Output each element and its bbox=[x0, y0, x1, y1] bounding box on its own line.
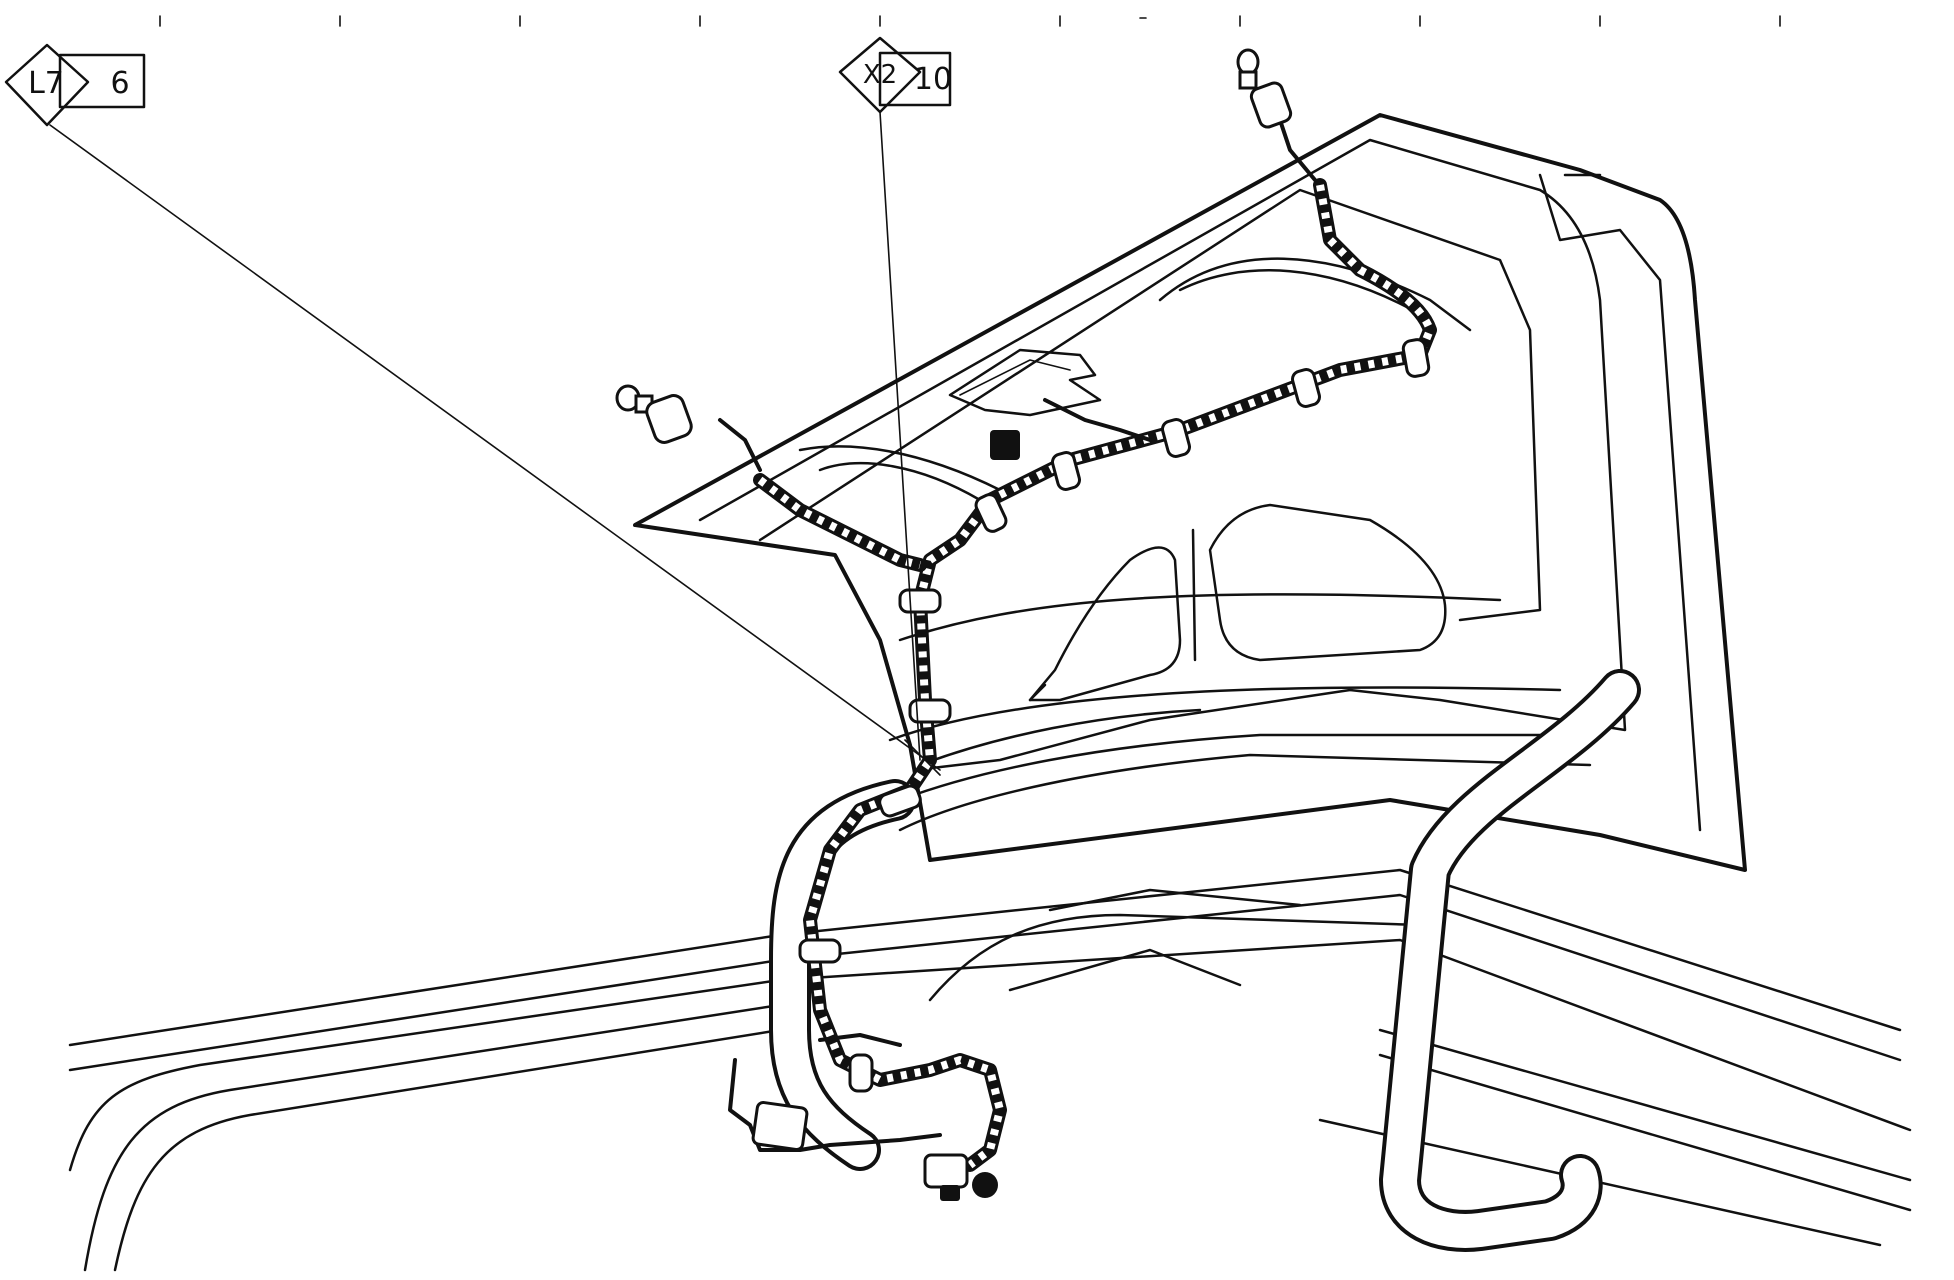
callout-x2-box-label: 10 bbox=[914, 62, 952, 97]
top-edge-ticks bbox=[159, 15, 1781, 27]
lower-connector-assembly bbox=[728, 1033, 998, 1201]
top-connector-right bbox=[1236, 48, 1293, 129]
latch-bracket bbox=[948, 348, 1102, 460]
vehicle-body-outline bbox=[68, 868, 1912, 1272]
hinge-tube-right bbox=[1379, 669, 1641, 1252]
leader-lines bbox=[49, 111, 941, 776]
top-connector-left bbox=[615, 384, 693, 444]
callout-x2[interactable]: X2 10 bbox=[838, 36, 952, 114]
callout-l7[interactable]: L7 6 bbox=[4, 43, 146, 127]
callout-x2-diamond bbox=[838, 36, 922, 114]
callout-l7-box-label: 6 bbox=[110, 66, 129, 101]
callout-l7-diamond bbox=[4, 43, 90, 127]
trunk-lid bbox=[633, 113, 1747, 872]
callout-l7-diamond-label: L7 bbox=[28, 66, 64, 101]
callout-x2-diamond-label: X2 bbox=[863, 60, 897, 90]
hinge-tube-left bbox=[769, 779, 916, 1171]
